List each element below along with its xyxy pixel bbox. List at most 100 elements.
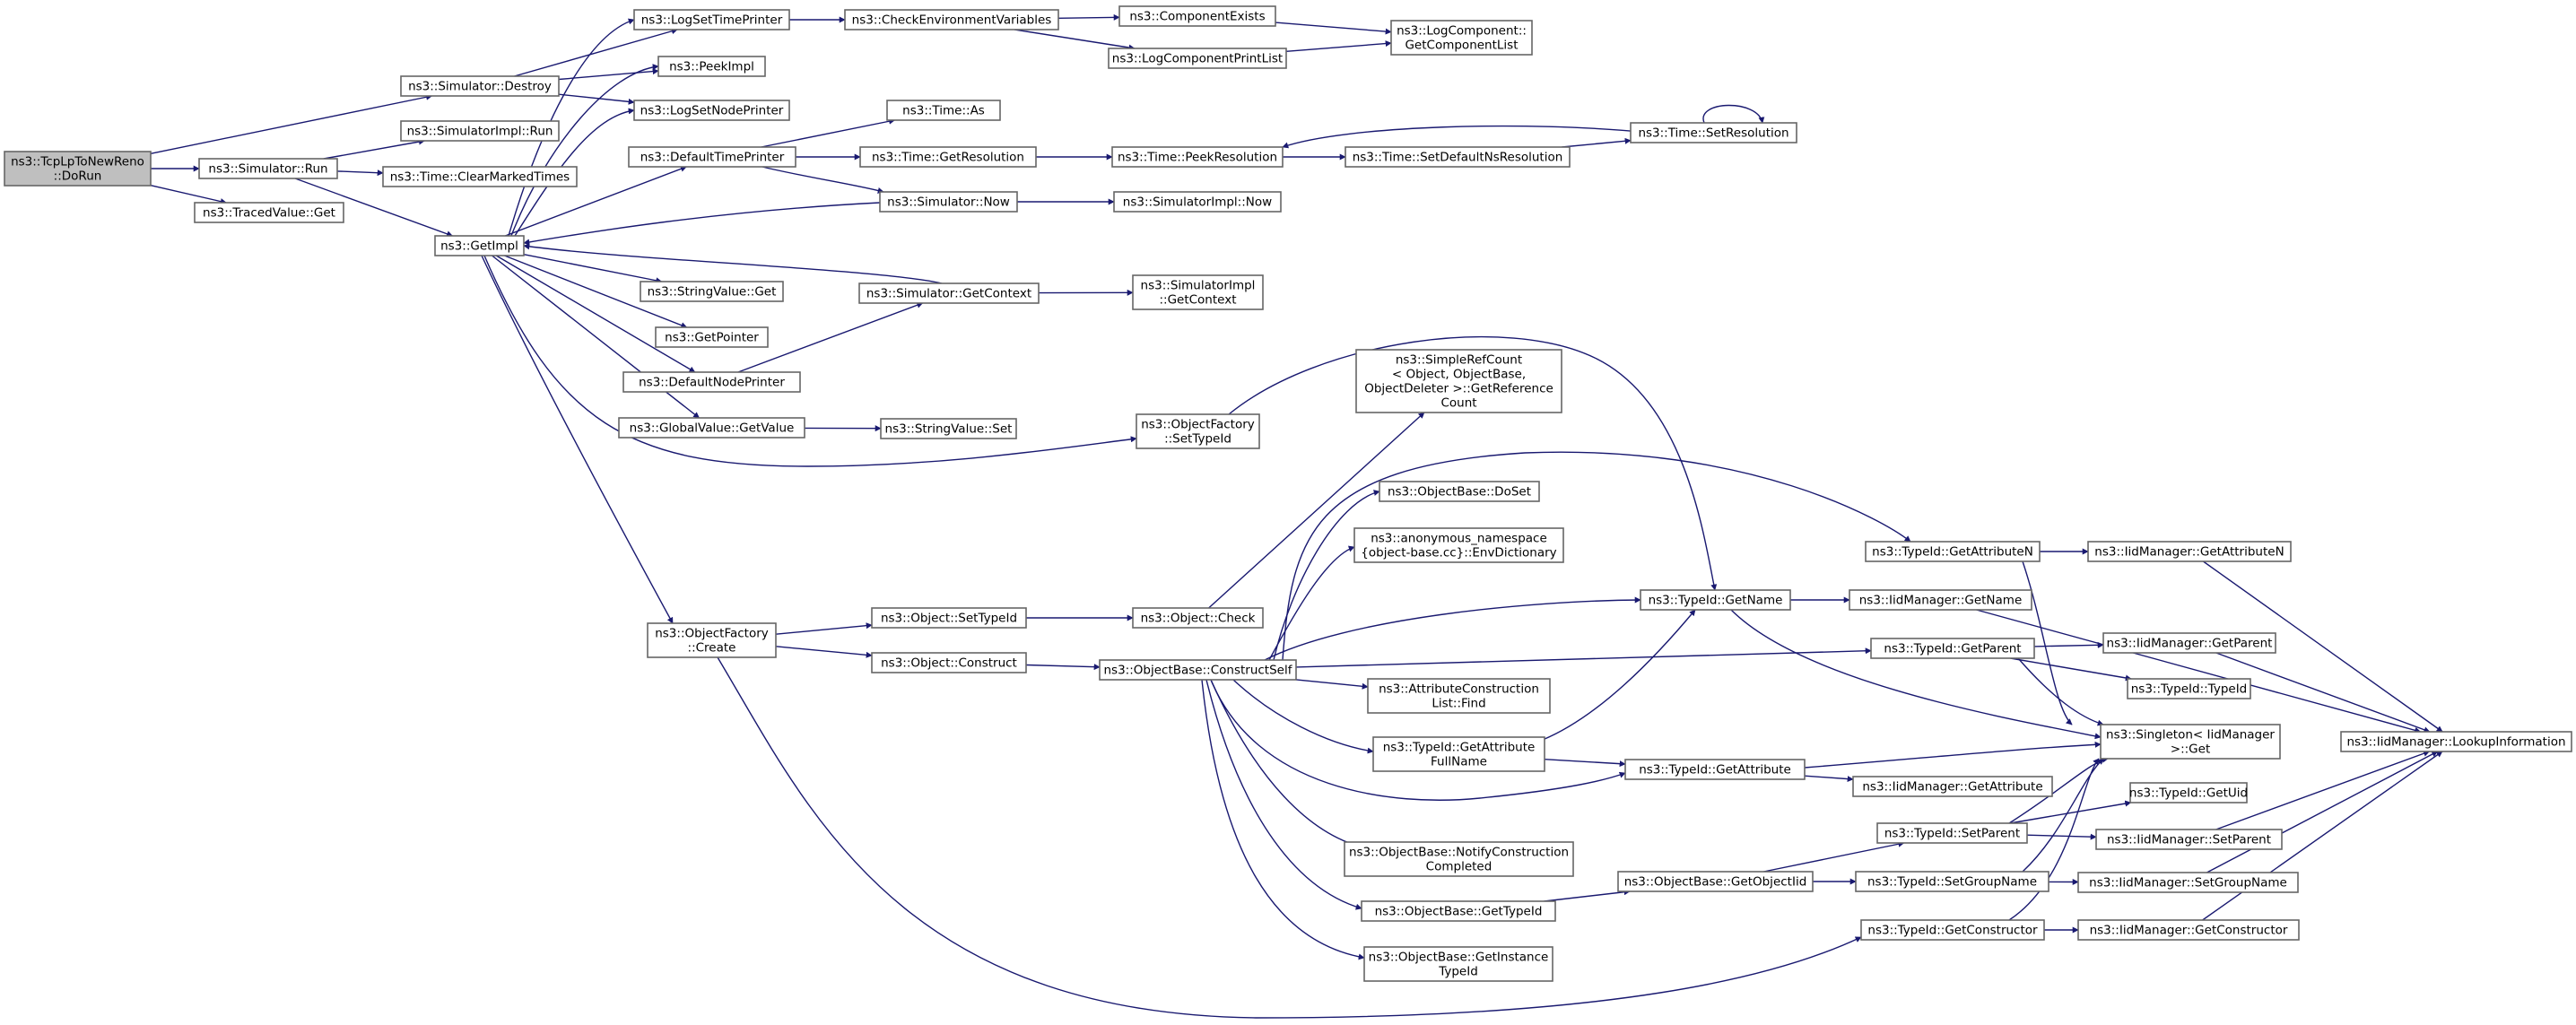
node-iidGetConstructor[interactable]: ns3::IidManager::GetConstructor [2077, 919, 2300, 941]
edge-objConstruct-to-objBaseConstructSelf [1025, 664, 1101, 671]
edge-simDestroy-to-peekImpl [558, 68, 659, 81]
node-logSetTime[interactable]: ns3::LogSetTimePrinter [633, 9, 790, 30]
node-objSetTypeId[interactable]: ns3::Object::SetTypeId [871, 607, 1027, 629]
node-notifyConstr[interactable]: ns3::ObjectBase::NotifyConstructionCompl… [1344, 841, 1574, 877]
node-simImplGetContext[interactable]: ns3::SimulatorImpl::GetContext [1132, 274, 1264, 310]
node-iidLookupInfo[interactable]: ns3::IidManager::LookupInformation [2340, 731, 2572, 752]
edge-simRun-to-simImplRun [323, 138, 425, 160]
node-objBaseConstructSelf[interactable]: ns3::ObjectBase::ConstructSelf [1099, 659, 1297, 681]
node-box [1617, 871, 1814, 892]
node-timeAs[interactable]: ns3::Time::As [886, 100, 1001, 121]
node-label: ns3::StringValue::Set [885, 421, 1013, 436]
node-defNodePrinter[interactable]: ns3::DefaultNodePrinter [622, 371, 801, 393]
node-objFactSetTypeId[interactable]: ns3::ObjectFactory::SetTypeId [1136, 413, 1260, 449]
node-logCompPrint[interactable]: ns3::LogComponentPrintList [1108, 48, 1287, 69]
node-logSetNode[interactable]: ns3::LogSetNodePrinter [633, 100, 790, 121]
node-iidGetAttribute[interactable]: ns3::IidManager::GetAttribute [1852, 776, 2053, 797]
edge-typeIdSetParent-to-typeIdGetUid [2009, 800, 2132, 824]
node-box [1876, 822, 2028, 844]
node-typeIdGetUid[interactable]: ns3::TypeId::GetUid [2129, 782, 2248, 803]
node-iidGetAttrN[interactable]: ns3::IidManager::GetAttributeN [2087, 541, 2292, 562]
node-setDefNsRes[interactable]: ns3::Time::SetDefaultNsResolution [1345, 146, 1571, 168]
node-typeIdGetName[interactable]: ns3::TypeId::GetName [1640, 589, 1791, 611]
node-objFactCreate[interactable]: ns3::ObjectFactory::Create [647, 622, 777, 658]
node-label: {object-base.cc}::EnvDictionary [1361, 545, 1556, 560]
node-box [1640, 589, 1791, 611]
node-logCompGetList[interactable]: ns3::LogComponent::GetComponentList [1390, 20, 1533, 56]
node-box [633, 100, 790, 121]
node-globalGetValue[interactable]: ns3::GlobalValue::GetValue [618, 417, 805, 439]
node-simImplRun[interactable]: ns3::SimulatorImpl::Run [400, 120, 560, 142]
edge-objFactCreate-to-typeIdGetConstructor [717, 656, 1862, 1019]
node-singletonGet[interactable]: ns3::Singleton< IidManager>::Get [2100, 724, 2281, 760]
node-timePeekRes[interactable]: ns3::Time::PeekResolution [1111, 146, 1284, 168]
node-simNow[interactable]: ns3::Simulator::Now [879, 191, 1018, 213]
node-label: ns3::Simulator::Destroy [408, 79, 552, 93]
node-defTimePrinter[interactable]: ns3::DefaultTimePrinter [628, 146, 796, 168]
edge-objBaseConstructSelf-to-objBaseGetInstTypeId [1201, 679, 1365, 960]
node-typeIdGetConstructor[interactable]: ns3::TypeId::GetConstructor [1860, 919, 2045, 941]
node-label: ns3::Time::SetDefaultNsResolution [1353, 150, 1563, 164]
node-label: ns3::IidManager::GetAttributeN [2094, 544, 2284, 559]
node-simpleRefCount[interactable]: ns3::SimpleRefCount< Object, ObjectBase,… [1355, 349, 1562, 413]
node-label: ns3::Time::ClearMarkedTimes [390, 169, 570, 184]
node-typeIdTypeId[interactable]: ns3::TypeId::TypeId [2127, 678, 2251, 699]
node-typeIdGetAttrN[interactable]: ns3::TypeId::GetAttributeN [1865, 541, 2041, 562]
node-getImpl[interactable]: ns3::GetImpl [434, 235, 525, 256]
node-simRun[interactable]: ns3::Simulator::Run [198, 158, 338, 179]
node-simDestroy[interactable]: ns3::Simulator::Destroy [400, 75, 560, 97]
node-typeIdSetGroupName[interactable]: ns3::TypeId::SetGroupName [1855, 871, 2049, 892]
node-root[interactable]: ns3::TcpLpToNewReno::DoRun [4, 151, 152, 187]
node-timeSetRes[interactable]: ns3::Time::SetResolution [1630, 122, 1797, 143]
node-box [1870, 638, 2035, 659]
node-label: ::SetTypeId [1164, 431, 1231, 446]
node-typeIdGetParent[interactable]: ns3::TypeId::GetParent [1870, 638, 2035, 659]
node-typeIdSetParent[interactable]: ns3::TypeId::SetParent [1876, 822, 2028, 844]
node-box [1849, 589, 2032, 611]
node-objBaseGetObjectIid[interactable]: ns3::ObjectBase::GetObjectIid [1617, 871, 1814, 892]
node-objBaseDoSet[interactable]: ns3::ObjectBase::DoSet [1379, 481, 1540, 502]
node-peekImpl[interactable]: ns3::PeekImpl [657, 56, 766, 77]
node-strValGet[interactable]: ns3::StringValue::Get [640, 281, 784, 302]
node-box [1132, 607, 1264, 629]
node-box [400, 120, 560, 142]
edge-simGetContext-to-getImpl [523, 243, 943, 284]
node-label: ns3::Time::PeekResolution [1118, 150, 1277, 164]
edge-objBaseConstructSelf-to-objBaseGetTypeId [1205, 679, 1362, 910]
node-strValSet[interactable]: ns3::StringValue::Set [880, 418, 1017, 439]
edge-getImpl-to-defTimePrinter [505, 165, 687, 237]
node-objBaseGetTypeId[interactable]: ns3::ObjectBase::GetTypeId [1361, 900, 1556, 922]
node-objCheck[interactable]: ns3::Object::Check [1132, 607, 1264, 629]
node-checkEnv[interactable]: ns3::CheckEnvironmentVariables [844, 9, 1059, 30]
node-box [2129, 782, 2248, 803]
node-compExists[interactable]: ns3::ComponentExists [1118, 5, 1276, 27]
node-iidGetParent[interactable]: ns3::IidManager::GetParent [2102, 632, 2276, 654]
node-label: ns3::Object::Construct [881, 656, 1017, 670]
node-objConstruct[interactable]: ns3::Object::Construct [871, 652, 1027, 673]
node-label: ns3::Singleton< IidManager [2106, 727, 2275, 742]
node-box [2077, 919, 2300, 941]
node-simGetContext[interactable]: ns3::Simulator::GetContext [858, 282, 1040, 304]
node-label: ns3::Object::SetTypeId [881, 611, 1017, 625]
node-iidSetGroupName[interactable]: ns3::IidManager::SetGroupName [2077, 872, 2299, 893]
node-tracedGet[interactable]: ns3::TracedValue::Get [194, 202, 344, 223]
node-label: ns3::DefaultTimePrinter [640, 150, 785, 164]
node-label: ns3::ObjectBase::GetObjectIid [1624, 874, 1807, 889]
node-timeGetRes[interactable]: ns3::Time::GetResolution [859, 146, 1037, 168]
node-simImplNow[interactable]: ns3::SimulatorImpl::Now [1113, 191, 1282, 213]
node-envDictionary[interactable]: ns3::anonymous_namespace{object-base.cc}… [1353, 527, 1564, 563]
node-clearMarked[interactable]: ns3::Time::ClearMarkedTimes [382, 166, 578, 187]
node-box [859, 146, 1037, 168]
edge-typeIdGetParent-to-singletonGet [2017, 657, 2104, 726]
node-iidGetName[interactable]: ns3::IidManager::GetName [1849, 589, 2032, 611]
node-getPointer[interactable]: ns3::GetPointer [655, 326, 769, 348]
node-label: ns3::ObjectBase::DoSet [1388, 484, 1531, 499]
node-typeIdGetAttribute[interactable]: ns3::TypeId::GetAttribute [1624, 759, 1806, 780]
node-box [2087, 541, 2292, 562]
edge-iidGetName-to-iidLookupInfo [1976, 609, 2422, 734]
node-iidSetParent[interactable]: ns3::IidManager::SetParent [2095, 829, 2283, 850]
